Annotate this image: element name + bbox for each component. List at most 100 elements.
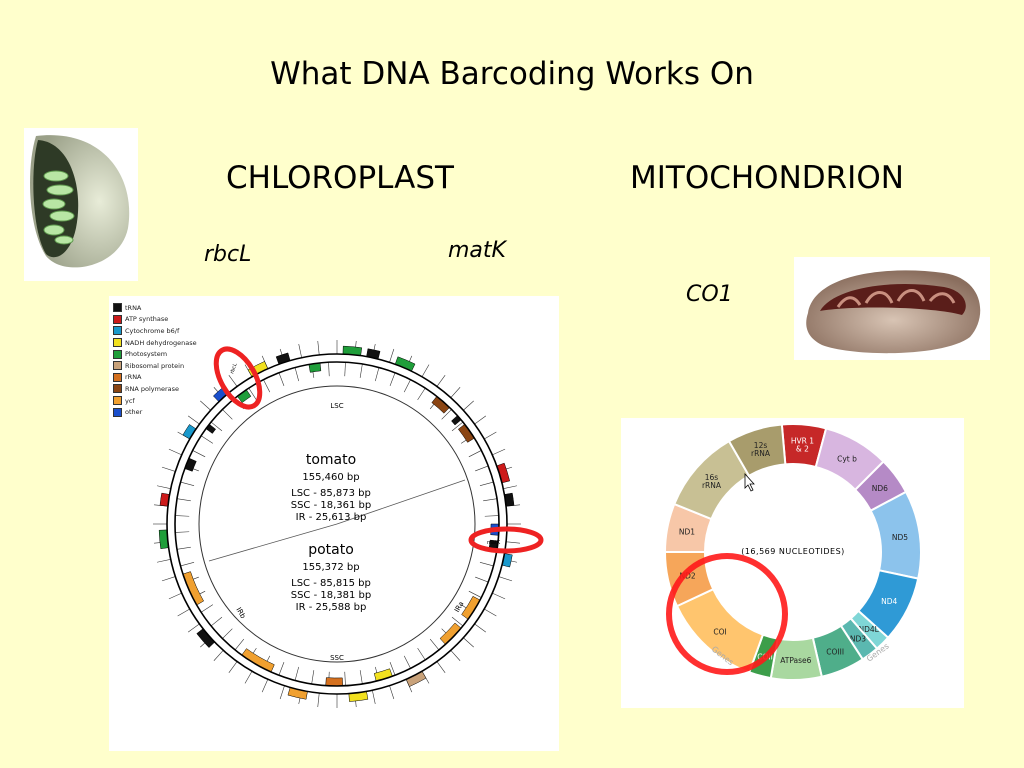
tomato-ssc: SSC - 18,361 bp: [291, 500, 372, 511]
coi-highlight-circle: [666, 553, 788, 675]
gene-tick: [176, 546, 191, 550]
tomato-bp: 155,460 bp: [302, 472, 359, 483]
chloroplast-image: [24, 128, 138, 281]
gene-tick: [483, 498, 498, 502]
legend-label: other: [125, 408, 143, 417]
legend-swatch: [113, 384, 122, 394]
gene-tick: [463, 400, 474, 411]
tomato-lsc: LSC - 85,873 bp: [291, 488, 371, 499]
gene-tick: [228, 374, 238, 387]
legend-swatch: [113, 326, 122, 336]
gene-tick: [492, 448, 506, 456]
gene-tick: [176, 498, 191, 502]
gene-tick: [279, 685, 285, 700]
legend-label: tRNA: [125, 303, 142, 312]
mitochondrion-image: [794, 257, 990, 360]
gene-tick: [479, 481, 494, 486]
gene-tick: [484, 515, 499, 517]
legend-item: other: [113, 406, 197, 418]
gene-tick: [180, 562, 195, 567]
gene-tick: [177, 608, 190, 617]
gene-tick: [484, 608, 497, 617]
mito-segment-label: HVR 1& 2: [791, 436, 814, 453]
gene-tick: [389, 372, 396, 386]
gene-tick: [200, 604, 214, 613]
co1-label: CO1: [686, 282, 733, 307]
gene-tick: [403, 655, 411, 669]
region-ssc: SSC: [330, 654, 344, 662]
gene-tick: [234, 638, 245, 651]
gene-tick: [192, 450, 206, 458]
rbcl-gene-label: rbcL: [229, 362, 238, 374]
gene-tick: [278, 372, 285, 386]
legend-label: NADH dehydrogenase: [125, 338, 197, 347]
potato-ir: IR - 25,588 bp: [296, 602, 367, 613]
mito-segment-label: ND4L: [859, 625, 880, 634]
gene-tick: [436, 661, 446, 674]
legend-swatch: [113, 303, 122, 313]
mito-segment-label: ND5: [892, 533, 908, 542]
legend-label: RNA polymerase: [125, 384, 180, 393]
gene-tick: [441, 409, 452, 420]
tomato-ir: IR - 25,613 bp: [296, 512, 367, 523]
gene-tick: [175, 531, 190, 533]
genome-ring-inner: [174, 361, 500, 687]
gene-tick: [244, 671, 253, 684]
mito-segment-label: COI: [713, 628, 726, 637]
region-circle: [198, 385, 476, 663]
gene-tick: [278, 662, 285, 676]
mitochondrion-heading: MITOCHONDRION: [630, 160, 904, 196]
legend-label: ATP synthase: [125, 315, 169, 324]
gene-block: [325, 677, 343, 687]
chloroplast-heading: CHLOROPLAST: [226, 160, 454, 196]
gene-tick: [222, 628, 233, 639]
gene-tick: [156, 559, 171, 563]
gene-tick: [294, 367, 299, 382]
mito-center-text: (16,569 NUCLEOTIDES): [741, 547, 845, 556]
gene-tick: [317, 340, 320, 355]
gene-tick: [210, 616, 223, 627]
gene-tick: [187, 415, 200, 425]
legend-label: ycf: [125, 396, 135, 405]
legend-item: Cytochrome b6/f: [113, 325, 197, 337]
gene-tick: [210, 421, 223, 432]
gene-tick: [156, 485, 171, 489]
gene-tick: [468, 450, 482, 458]
mito-segment-label: ND4: [881, 597, 897, 606]
mito-segment-label: COIII: [826, 647, 844, 656]
mito-segment-label: ND1: [679, 527, 695, 536]
legend-swatch: [113, 372, 122, 382]
gene-tick: [463, 637, 474, 648]
slide-title: What DNA Barcoding Works On: [270, 56, 754, 92]
gene-tick: [475, 465, 489, 472]
legend-item: rRNA: [113, 372, 197, 384]
gene-tick: [451, 616, 464, 627]
gene-tick: [451, 421, 464, 432]
mito-segment-label: ND2: [679, 571, 695, 580]
gene-tick: [298, 343, 302, 358]
mito-segment-label: ND3: [850, 634, 866, 643]
gene-tick: [484, 431, 497, 440]
gene-tick: [344, 671, 346, 686]
gene-tick: [200, 435, 214, 444]
gene-block: [405, 670, 427, 687]
mito-segment: [727, 423, 787, 478]
gene-tick: [175, 515, 190, 517]
gene-tick: [474, 415, 487, 425]
legend-item: ycf: [113, 395, 197, 407]
gene-tick: [372, 690, 376, 705]
gene-tick: [479, 562, 494, 567]
legend-swatch: [113, 407, 122, 417]
gene-tick: [311, 670, 315, 685]
gene-tick: [263, 379, 271, 393]
mito-segment-label: Cyt b: [837, 454, 857, 463]
potato-bp: 155,372 bp: [302, 562, 359, 573]
gene-tick: [506, 541, 521, 544]
tomato-name: tomato: [306, 452, 356, 468]
legend-item: Ribosomal protein: [113, 360, 197, 372]
gene-tick: [492, 592, 506, 600]
gene-tick: [417, 647, 426, 661]
legend-item: tRNA: [113, 302, 197, 314]
